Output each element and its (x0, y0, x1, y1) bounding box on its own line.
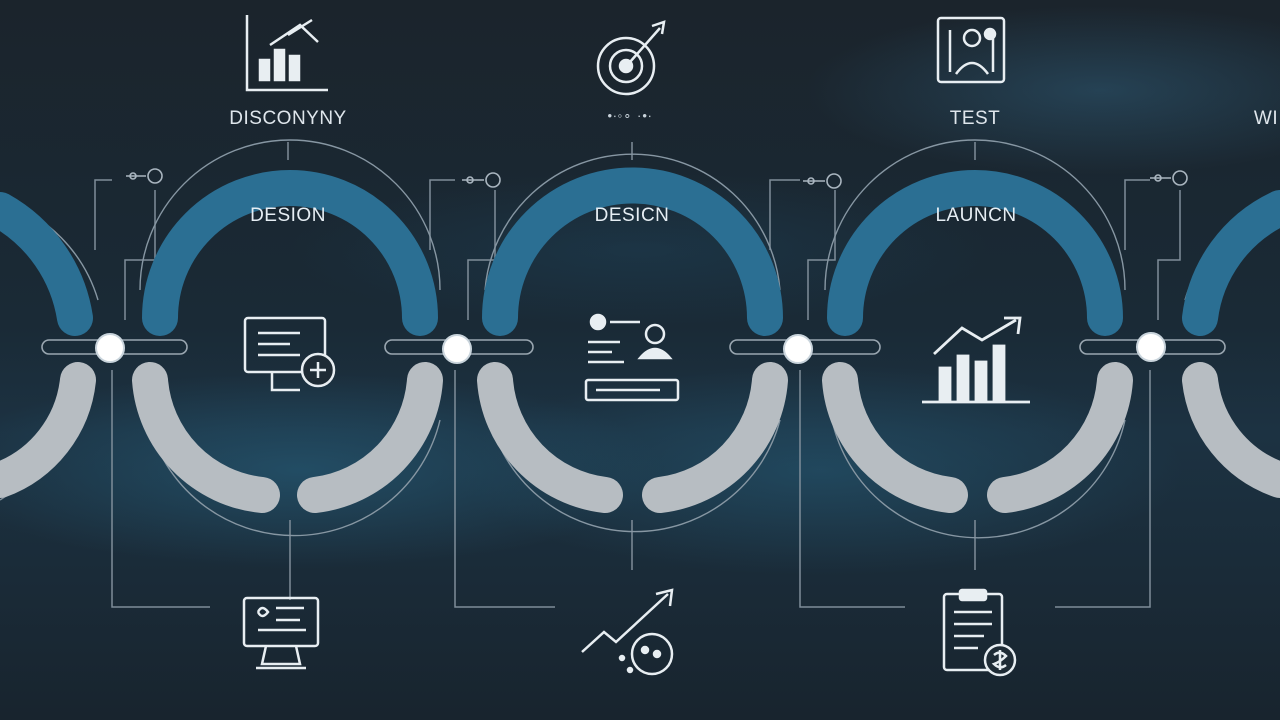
gray-arc-left (0, 362, 96, 498)
blue-arc-2 (482, 167, 783, 336)
monitor-code-icon (242, 596, 320, 670)
blue-arc-right (1182, 190, 1280, 336)
blue-arcs (0, 167, 1280, 336)
gray-arc-2b (642, 362, 788, 513)
arc-label-3: LAUNCN (935, 205, 1017, 226)
gray-arc-1b (297, 362, 443, 513)
team-workflow-icon (584, 313, 680, 402)
document-dollar-icon (942, 588, 1017, 677)
monitor-gear-icon (243, 316, 336, 392)
node-3 (783, 334, 813, 364)
node-capsules (41, 339, 1226, 355)
arc-label-2: DESICN (594, 205, 670, 226)
gray-arcs (0, 362, 1280, 513)
trend-coin-icon (581, 588, 674, 676)
top-label-3: TEST (949, 108, 1001, 129)
gray-arc-right (1182, 362, 1280, 498)
monitor-user-icon (936, 16, 1006, 84)
probe-glyphs (126, 168, 1188, 189)
blue-arc-left (0, 192, 93, 336)
blue-arc-1 (142, 170, 438, 336)
bar-chart-pencil-icon (245, 15, 328, 92)
target-arrow-icon (596, 20, 666, 96)
connector-lines (0, 142, 1181, 608)
gray-arc-3b (987, 362, 1133, 513)
top-label-4-partial: WI (1253, 108, 1279, 129)
nodes (95, 332, 1166, 364)
node-1 (95, 333, 125, 363)
arc-label-1: DESION (250, 205, 326, 226)
gray-arc-2a (477, 362, 623, 513)
top-label-1: DISCONYNY (229, 108, 347, 129)
gray-arc-1a (132, 362, 280, 513)
top-label-2-squiggle: •∙◦∘ ·•∙ (607, 108, 653, 123)
gray-arc-3a (822, 362, 968, 513)
node-4 (1136, 332, 1166, 362)
blue-arc-3 (827, 170, 1123, 336)
node-2 (442, 334, 472, 364)
growth-chart-icon (922, 316, 1030, 404)
